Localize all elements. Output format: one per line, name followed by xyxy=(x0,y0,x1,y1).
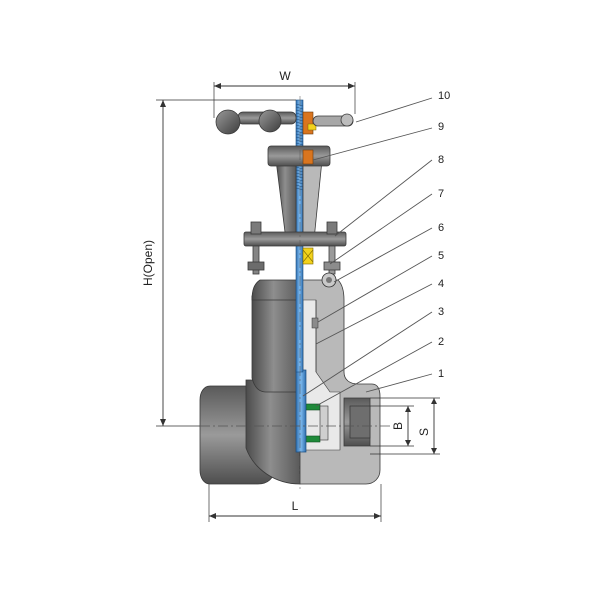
handwheel-knob-left xyxy=(215,109,241,135)
thread-tick xyxy=(295,136,304,140)
part-label-1: 1 xyxy=(438,368,444,380)
thread-tick xyxy=(295,181,304,185)
thread-tick xyxy=(295,103,304,107)
dimension-s: S xyxy=(370,397,440,455)
leader-10 xyxy=(355,97,433,123)
thread-tick xyxy=(295,139,304,143)
h-label: H(Open) xyxy=(141,240,155,286)
yoke-collar xyxy=(267,145,331,167)
gland-flange xyxy=(243,231,347,247)
yoke xyxy=(243,145,347,288)
thread-tick xyxy=(295,130,304,134)
thread-tick xyxy=(295,187,304,191)
gate-disc xyxy=(295,369,307,453)
gland-nut-left xyxy=(247,261,265,271)
section-view xyxy=(299,279,381,485)
outlet-bore xyxy=(349,405,371,439)
lock-key xyxy=(307,123,317,131)
thread-tick xyxy=(295,178,304,182)
leader-5 xyxy=(317,255,433,323)
valve-body xyxy=(199,279,301,485)
bonnet-gasket xyxy=(311,317,319,329)
b-label: B xyxy=(391,422,405,430)
thread-tick xyxy=(295,109,304,113)
dimension-l: L xyxy=(208,484,382,522)
bolt-head-right xyxy=(326,221,338,235)
handwheel-knob-center xyxy=(258,109,282,133)
part-label-6: 6 xyxy=(438,222,444,234)
thread-tick xyxy=(295,127,304,131)
part-label-7: 7 xyxy=(438,188,444,200)
thread-tick xyxy=(295,142,304,146)
part-label-8: 8 xyxy=(438,154,444,166)
handwheel-knob-right xyxy=(340,113,354,127)
thread-tick xyxy=(295,172,304,176)
part-label-3: 3 xyxy=(438,306,444,318)
handwheel xyxy=(215,109,354,135)
thread-tick xyxy=(295,118,304,122)
seat-insert xyxy=(319,405,329,441)
bonnet-neck xyxy=(251,295,301,393)
part-label-10: 10 xyxy=(438,90,450,102)
leader-9 xyxy=(312,127,433,161)
thread-tick xyxy=(295,184,304,188)
gland-nut-right xyxy=(323,261,341,271)
leader-4 xyxy=(315,283,433,345)
leader-7 xyxy=(329,193,433,265)
dimension-w: W xyxy=(213,69,356,118)
leader-1 xyxy=(365,373,433,393)
bolt-head-left xyxy=(250,221,262,235)
gland-stud-left xyxy=(252,245,260,275)
part-label-4: 4 xyxy=(438,278,444,290)
thread-tick xyxy=(295,124,304,128)
yoke-nut-lower xyxy=(302,149,314,165)
yoke-nut xyxy=(302,111,317,165)
seat-ring-lower xyxy=(305,435,321,443)
leader-3 xyxy=(302,311,433,397)
s-arrows xyxy=(431,398,437,454)
bonnet-shoulder xyxy=(251,279,301,301)
yoke-arm-right xyxy=(302,159,323,241)
thread-tick xyxy=(295,106,304,110)
leader-8 xyxy=(334,159,433,237)
s-label: S xyxy=(417,428,431,436)
leader-6 xyxy=(333,227,433,283)
w-label: W xyxy=(279,69,291,83)
packing-cross xyxy=(302,249,314,263)
dimension-h: H(Open) xyxy=(141,99,296,427)
eye-bolt-pin xyxy=(326,277,332,283)
thread-tick xyxy=(295,115,304,119)
thread-tick xyxy=(295,121,304,125)
l-label: L xyxy=(292,499,299,513)
packing xyxy=(302,247,314,265)
thread-tick xyxy=(295,112,304,116)
thread-tick xyxy=(295,169,304,173)
yoke-arm-left xyxy=(275,159,297,241)
callouts: 10 9 8 7 6 5 4 3 2 1 xyxy=(302,90,450,407)
part-label-9: 9 xyxy=(438,121,444,133)
leader-2 xyxy=(315,341,433,407)
thread-tick xyxy=(295,175,304,179)
yoke-nut-upper xyxy=(302,111,314,135)
thread-tick xyxy=(295,133,304,137)
thread-tick xyxy=(295,166,304,170)
dimension-b: B xyxy=(370,405,414,447)
part-label-2: 2 xyxy=(438,336,444,348)
part-label-5: 5 xyxy=(438,250,444,262)
